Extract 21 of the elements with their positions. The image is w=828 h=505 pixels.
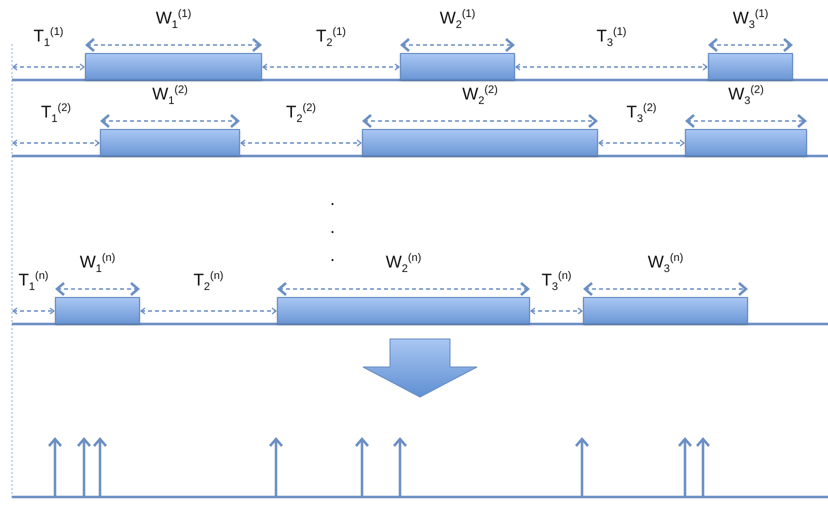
interval-bar bbox=[685, 129, 807, 156]
interval-arrow bbox=[240, 139, 362, 147]
interval-bar bbox=[583, 297, 748, 324]
ellipsis-dot: . bbox=[330, 190, 336, 208]
interval-arrow bbox=[515, 63, 708, 71]
interval-bar bbox=[85, 53, 262, 80]
interval-arrow bbox=[598, 139, 685, 147]
interval-arrow bbox=[530, 307, 583, 315]
interval-bar bbox=[277, 297, 530, 324]
interval-bar bbox=[400, 53, 515, 80]
ellipsis-dot: . bbox=[330, 218, 336, 236]
interval-bar bbox=[55, 297, 140, 324]
ellipsis-dot: . bbox=[330, 246, 336, 264]
interval-arrow bbox=[262, 63, 400, 71]
interval-arrow bbox=[140, 307, 277, 315]
interval-bar bbox=[100, 129, 240, 156]
interval-arrow bbox=[12, 139, 100, 147]
interval-arrow bbox=[12, 307, 55, 315]
interval-bar bbox=[708, 53, 793, 80]
interval-arrow bbox=[12, 63, 85, 71]
interval-bar bbox=[362, 129, 598, 156]
